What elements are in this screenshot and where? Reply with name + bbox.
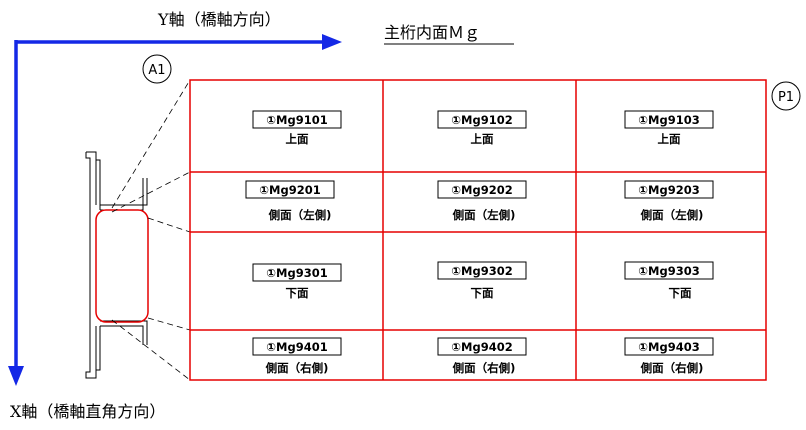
svg-text:①Mg9203: ①Mg9203 [638, 183, 699, 197]
svg-text:下面: 下面 [471, 286, 494, 300]
panel-mg9302[interactable]: ①Mg9302 下面 [437, 261, 527, 300]
x-axis-label: X軸（橋軸直角方向） [10, 402, 165, 421]
svg-text:側面（右側): 側面（右側) [265, 361, 329, 375]
svg-text:①Mg9103: ①Mg9103 [638, 113, 699, 127]
panel-mg9403[interactable]: ①Mg9403 側面（右側) [624, 337, 714, 375]
svg-text:①Mg9401: ①Mg9401 [266, 340, 327, 354]
panel-grid [189, 79, 767, 381]
svg-text:①Mg9402: ①Mg9402 [451, 340, 512, 354]
svg-text:側面（右側): 側面（右側) [640, 361, 704, 375]
svg-text:P1: P1 [778, 90, 794, 105]
svg-text:側面（左側): 側面（左側) [268, 208, 332, 222]
panel-mg9202[interactable]: ①Mg9202 側面（左側) [437, 180, 527, 222]
panel-mg9203[interactable]: ①Mg9203 側面（左側) [624, 180, 714, 222]
svg-text:A1: A1 [148, 63, 165, 78]
svg-text:上面: 上面 [658, 132, 681, 146]
panel-mg9102[interactable]: ①Mg9102 上面 [437, 110, 527, 146]
marker-p1: P1 [771, 81, 801, 111]
diagram-title: 主桁内面Ｍｇ [384, 23, 480, 42]
panel-mg9401[interactable]: ①Mg9401 側面（右側) [252, 337, 342, 375]
axes [8, 34, 342, 386]
svg-text:下面: 下面 [669, 286, 692, 300]
svg-text:①Mg9403: ①Mg9403 [638, 340, 699, 354]
svg-text:①Mg9303: ①Mg9303 [638, 264, 699, 278]
marker-a1: A1 [142, 54, 172, 84]
y-axis-arrowhead [322, 34, 342, 50]
panel-mg9101[interactable]: ①Mg9101 上面 [252, 110, 342, 146]
svg-text:側面（左側): 側面（左側) [452, 208, 516, 222]
svg-text:上面: 上面 [471, 132, 494, 146]
panel-mg9103[interactable]: ①Mg9103 上面 [624, 110, 714, 146]
y-axis-label: Y軸（橋軸方向） [157, 10, 281, 29]
panel-mg9301[interactable]: ①Mg9301 下面 [252, 263, 342, 300]
panel-mg9303[interactable]: ①Mg9303 下面 [624, 261, 714, 300]
x-axis-arrowhead [8, 366, 24, 386]
svg-text:①Mg9102: ①Mg9102 [451, 113, 512, 127]
svg-text:側面（左側): 側面（左側) [640, 208, 704, 222]
svg-text:①Mg9202: ①Mg9202 [451, 183, 512, 197]
svg-text:下面: 下面 [286, 286, 309, 300]
svg-text:側面（右側): 側面（右側) [452, 361, 516, 375]
svg-text:①Mg9101: ①Mg9101 [266, 113, 327, 127]
svg-text:①Mg9301: ①Mg9301 [266, 266, 327, 280]
svg-text:①Mg9201: ①Mg9201 [259, 183, 320, 197]
panel-mg9402[interactable]: ①Mg9402 側面（右側) [437, 337, 527, 375]
panel-mg9201[interactable]: ①Mg9201 側面（左側) [245, 180, 335, 222]
svg-text:①Mg9302: ①Mg9302 [451, 264, 512, 278]
projection-lines [111, 79, 191, 381]
girder-cross-section [85, 151, 149, 379]
svg-text:上面: 上面 [286, 132, 309, 146]
